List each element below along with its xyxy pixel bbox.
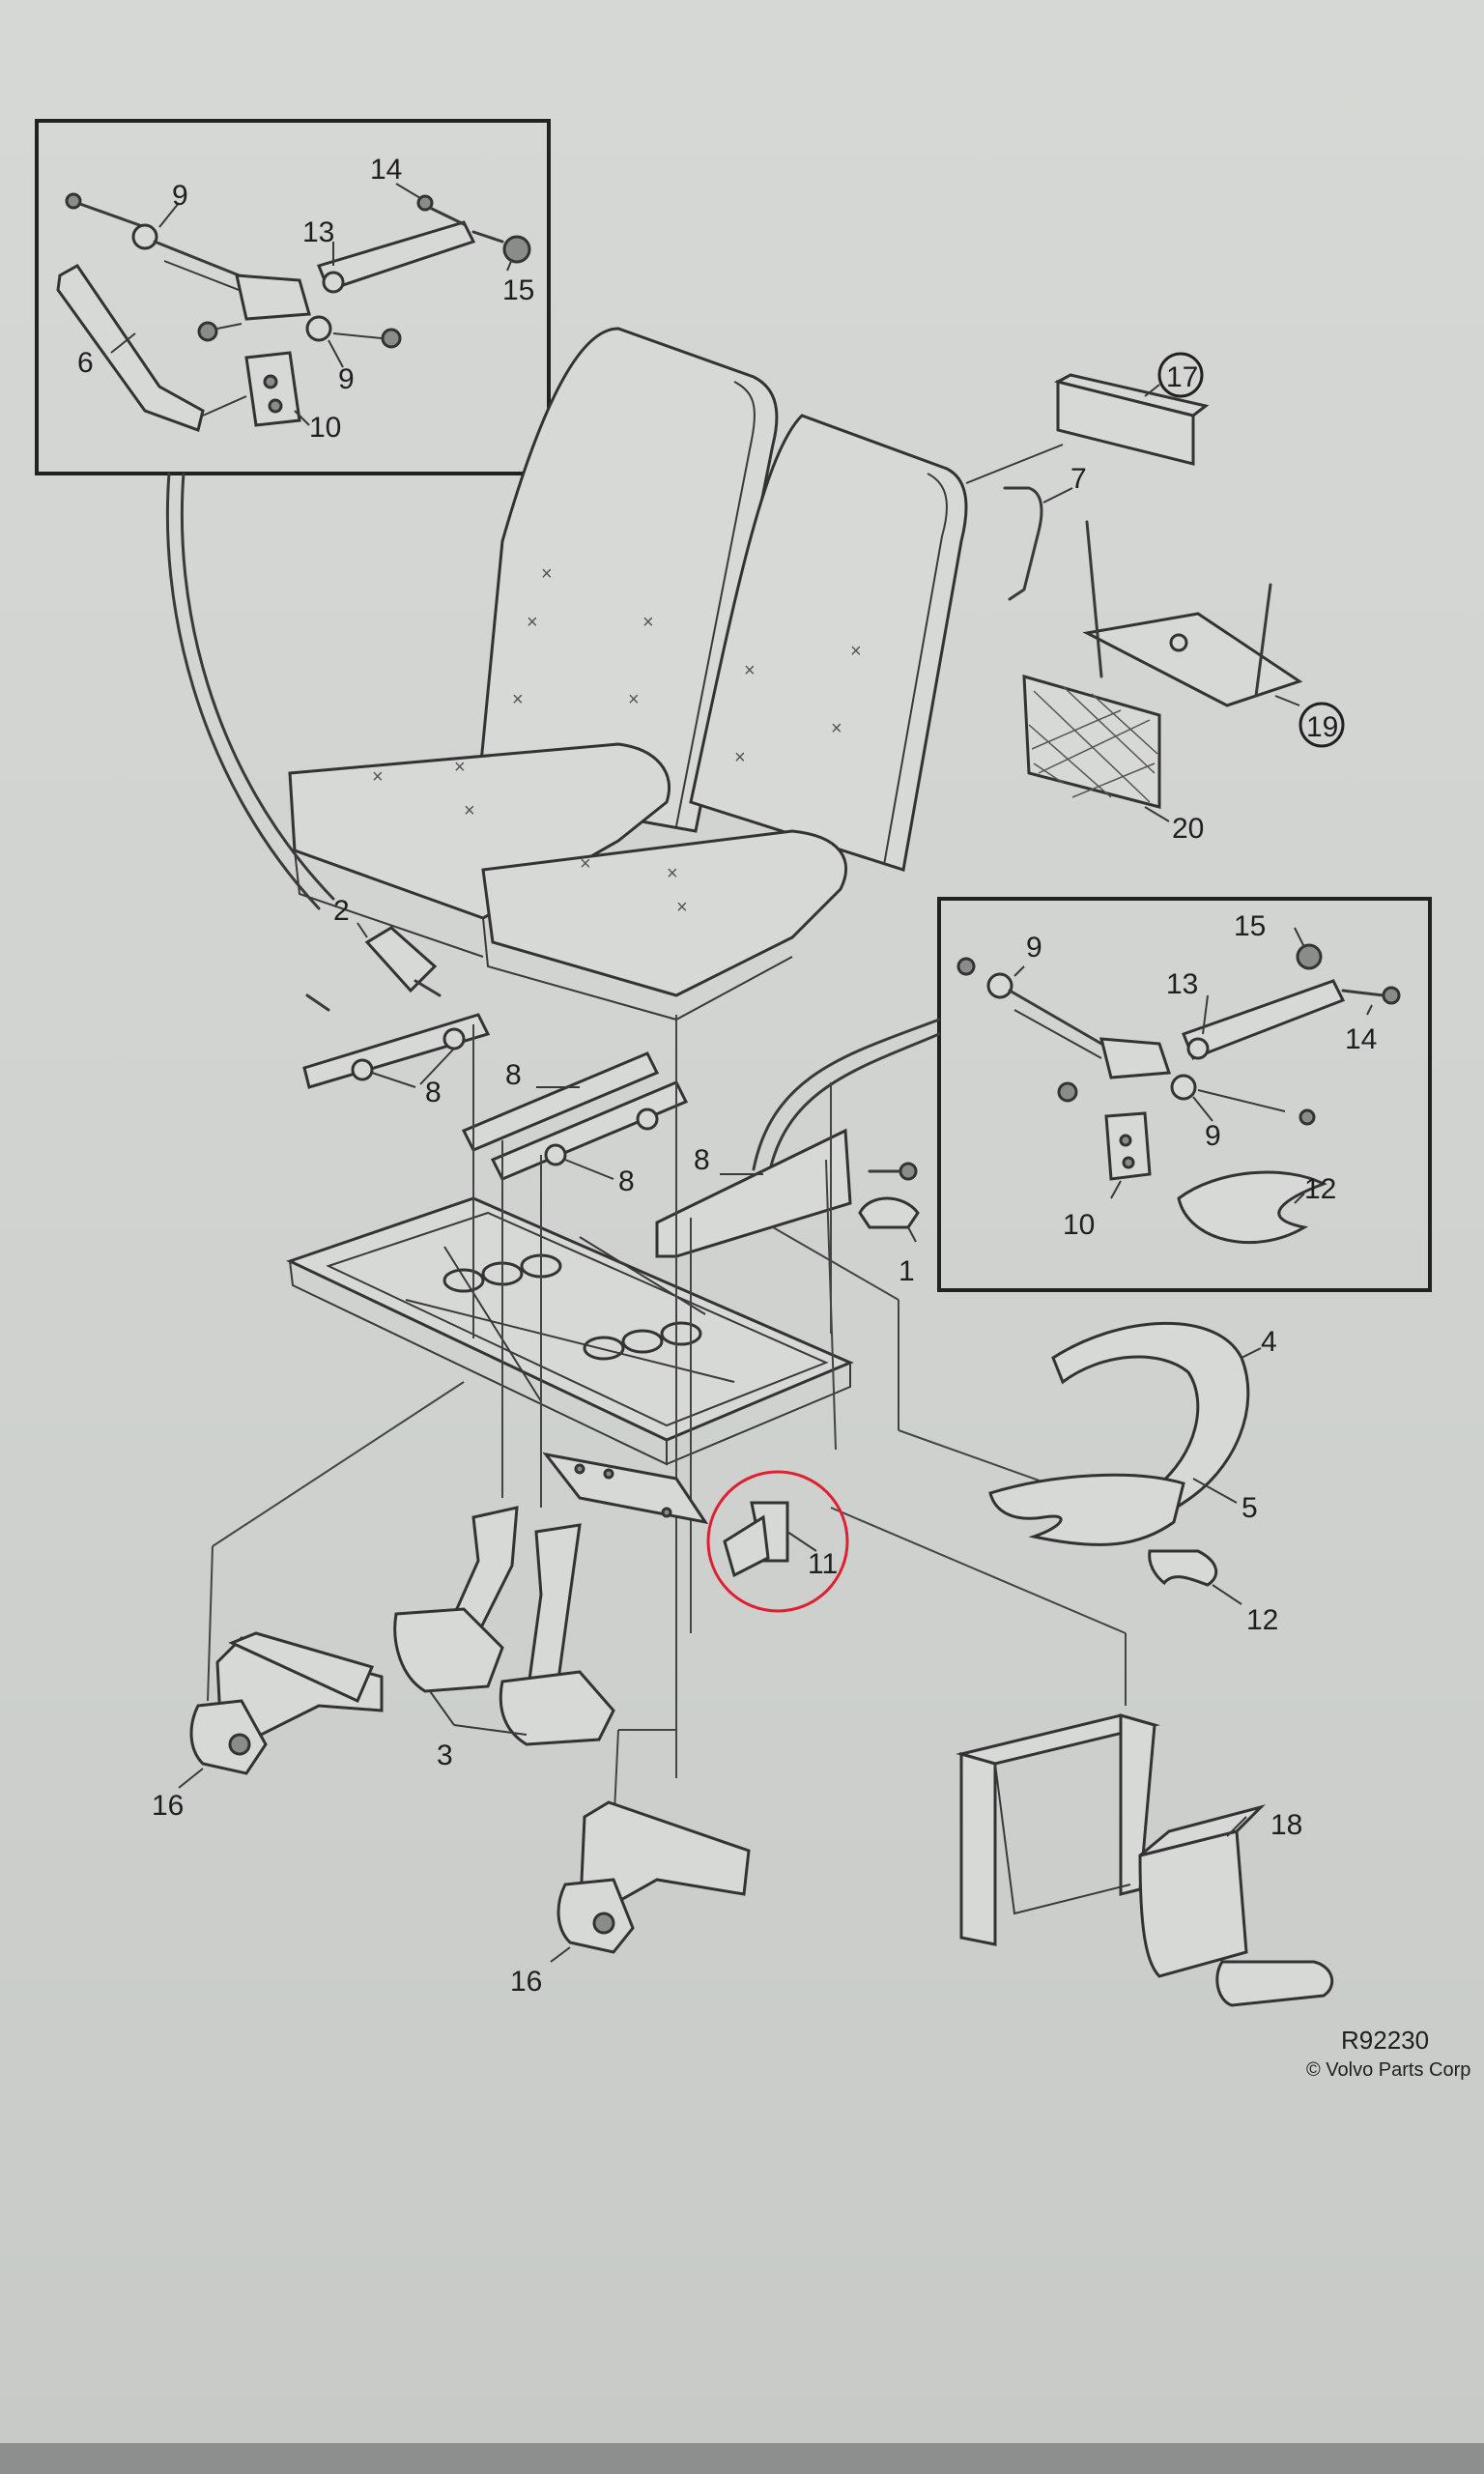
seat-rails: 2 8 8 8 8 1 [302,895,920,1287]
label-9-inset-tl: 9 [172,180,188,212]
svg-text:×: × [744,660,756,681]
svg-text:×: × [527,612,538,633]
label-10-inset-r: 10 [1063,1209,1095,1241]
label-15-inset-r: 15 [1234,910,1266,942]
label-15-inset-tl: 15 [502,274,534,306]
label-4: 4 [1261,1326,1277,1358]
inset-right: 9 15 13 14 9 10 12 [937,897,1432,1292]
svg-text:×: × [850,641,862,662]
label-7: 7 [1070,463,1087,495]
svg-text:×: × [580,853,591,875]
copyright-text: © Volvo Parts Corp [1306,2059,1470,2081]
label-16-right: 16 [510,1966,542,1998]
armrest-group: 4 5 12 [988,1321,1278,1636]
lower-parts: 3 16 16 [152,1506,751,1998]
belt-strap-left [165,472,321,910]
label-6: 6 [77,347,94,379]
label-17: 17 [1166,361,1198,393]
label-12: 12 [1246,1604,1278,1636]
label-12-inset-r: 12 [1304,1173,1336,1205]
svg-text:×: × [541,563,553,585]
label-13-inset-tl: 13 [302,216,334,248]
label-19: 19 [1306,711,1338,743]
label-8-left: 8 [425,1077,442,1108]
double-seat: × × × × × × × × × × × × × × × [288,327,968,1021]
label-9-inset-r: 9 [1026,932,1042,964]
svg-text:×: × [667,863,678,884]
svg-text:×: × [454,757,466,778]
reference-code: R92230 [1341,2026,1429,2055]
label-16-left: 16 [152,1790,184,1822]
holder-group: 18 [956,1713,1334,2007]
label-14-inset-r: 14 [1345,1023,1377,1055]
label-10-inset-tl: 10 [309,412,341,444]
inset-top-left: 9 14 13 15 9 6 10 [35,119,551,475]
svg-text:×: × [628,689,640,710]
label-9b-inset-tl: 9 [338,363,355,395]
accessories-top-right: 17 7 19 [965,352,1345,845]
label-5: 5 [1241,1492,1258,1524]
label-1: 1 [899,1255,915,1287]
label-9b-inset-r: 9 [1205,1120,1221,1152]
seat-frame [286,1196,854,1466]
svg-text:×: × [464,800,475,821]
svg-text:×: × [642,612,654,633]
label-3: 3 [437,1740,453,1771]
label-14-inset-tl: 14 [370,154,402,186]
svg-text:×: × [734,747,746,768]
svg-text:×: × [676,897,688,918]
label-2: 2 [333,895,350,927]
part-11-group: 11 [542,1452,849,1613]
page-bottom-edge [0,2443,1484,2474]
label-8-mid: 8 [618,1165,635,1197]
svg-text:×: × [831,718,842,739]
label-11: 11 [808,1548,838,1580]
label-8-right: 8 [694,1144,710,1176]
highlight-circle [706,1470,849,1613]
svg-text:×: × [372,766,384,788]
label-8-mid-top: 8 [505,1059,522,1091]
label-18: 18 [1270,1809,1302,1841]
belt-strap-right [752,1018,941,1171]
svg-text:×: × [512,689,524,710]
label-20: 20 [1172,813,1204,845]
label-13-inset-r: 13 [1166,968,1198,1000]
